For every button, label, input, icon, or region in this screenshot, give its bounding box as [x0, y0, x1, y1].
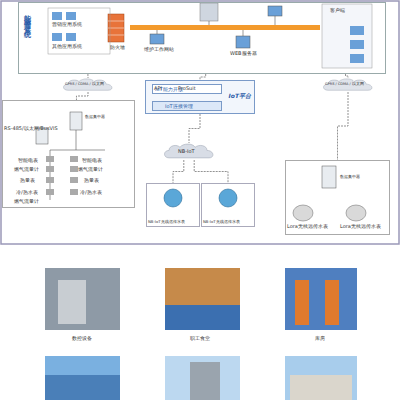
device-label: 热量表	[20, 178, 35, 183]
node-text: GPRS / CDMA / 以太网	[325, 83, 364, 87]
meter-box: NB-IoT无线远传水表	[201, 183, 255, 227]
device-label: RS-485/以太网/BusVIS	[4, 126, 58, 131]
device-label: 维护工作网站	[144, 47, 174, 52]
device-label: 燃气流量计	[78, 167, 103, 172]
device-label: 智能电表	[18, 158, 38, 163]
device-label: 热量表	[84, 178, 99, 183]
device-label: WEB服务器	[230, 51, 257, 56]
network-cloud: GPRS / CDMA / 以太网	[322, 78, 374, 92]
node-text: NB-IoT无线远传水表	[203, 220, 240, 224]
device-label: 其他应用系统	[52, 44, 82, 49]
node-text: IoT连接管理	[165, 104, 193, 110]
device-label: ProSuit	[178, 86, 196, 91]
network-cloud: NB-IoT	[163, 143, 215, 160]
device-label: 智能电表	[82, 158, 102, 163]
platform-layer: IoT连接管理	[152, 101, 222, 111]
device-label: Lora无线远传水表	[287, 224, 328, 229]
connector	[346, 74, 348, 78]
device-label: 冷/热水表	[16, 190, 38, 195]
device-label: 燃气流量计	[14, 167, 39, 172]
node-text: 能源管理系统	[23, 9, 31, 27]
connector	[87, 74, 88, 78]
network-cloud: GPRS / CDMA / 以太网	[62, 78, 114, 92]
computer-icons	[48, 3, 282, 54]
photo-caption: 库房	[315, 336, 325, 341]
node-text: NB-IoT	[178, 149, 195, 155]
meter-box: NB-IoT无线远传水表	[146, 183, 200, 227]
node-text: 数据集中器	[85, 115, 105, 119]
frame	[1, 1, 399, 244]
node-text: GPRS / CDMA / 以太网	[65, 83, 104, 87]
photo-caption: 数控设备	[72, 336, 92, 341]
client-panel	[322, 4, 372, 68]
firewall-icon	[108, 14, 124, 42]
device-label: 防火墙	[110, 45, 125, 50]
connector	[76, 92, 88, 100]
photo-caption: 职工食堂	[190, 336, 210, 341]
device-label: 冷/热水表	[80, 190, 102, 195]
node-text: IoT平台	[229, 93, 251, 100]
device-label: 营销应用系统	[52, 22, 82, 27]
device-label: API	[154, 86, 162, 91]
bus-bar	[130, 25, 320, 30]
device-label: 客户端	[330, 8, 345, 13]
device-label: 燃气流量计	[14, 199, 39, 204]
node-text: 数据集中器	[340, 175, 360, 179]
connector	[173, 160, 184, 183]
device-label: Lora无线远传水表	[340, 224, 381, 229]
connector	[338, 92, 349, 160]
connector	[189, 114, 200, 143]
connector	[194, 160, 228, 183]
photos	[45, 268, 357, 400]
node-text: NB-IoT无线远传水表	[148, 220, 185, 224]
